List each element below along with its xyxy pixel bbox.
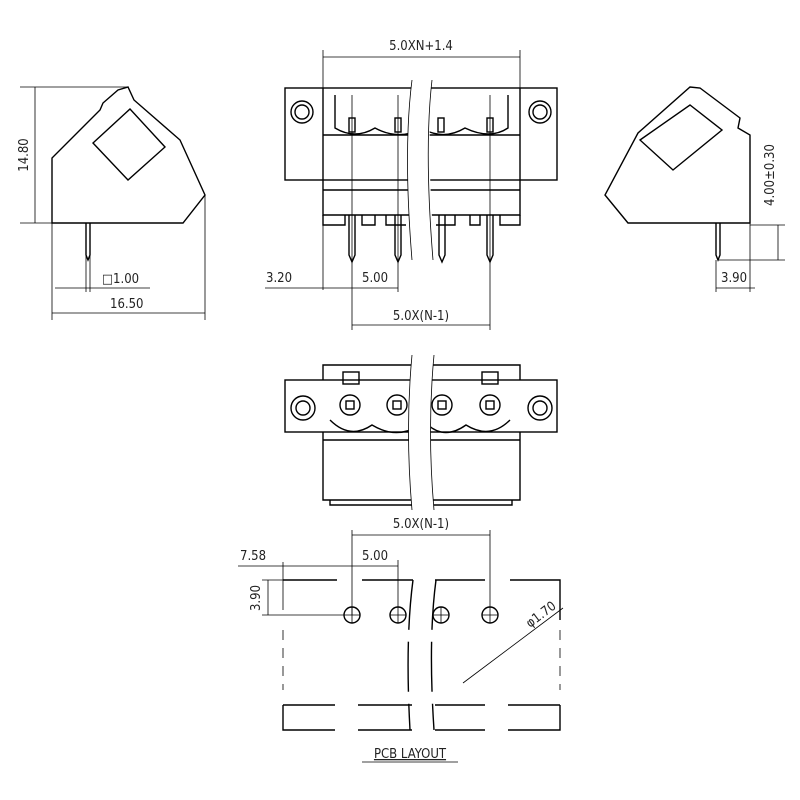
dim-pin-square: □1.00 (102, 272, 139, 287)
dim-pitch-pcb: 5.00 (362, 549, 388, 564)
front-view (265, 50, 558, 330)
dim-pin-length: 4.00±0.30 (763, 144, 778, 206)
dim-edge-offset: 3.20 (266, 271, 292, 286)
dim-depth: 16.50 (110, 297, 143, 312)
dim-edge-pcb: 7.58 (240, 549, 266, 564)
dim-span-front: 5.0X(N-1) (393, 309, 449, 324)
right-side-view (604, 86, 785, 292)
dim-height: 14.80 (17, 138, 32, 171)
dim-span-pcb: 5.0X(N-1) (393, 517, 449, 532)
pcb-layout-title: PCB LAYOUT (374, 747, 447, 762)
dim-pin-offset-side: 3.90 (721, 271, 747, 286)
dim-total-width: 5.0XN+1.4 (389, 39, 453, 54)
dim-row-offset-pcb: 3.90 (249, 585, 264, 611)
top-view (284, 354, 558, 511)
dim-pitch-front: 5.00 (362, 271, 388, 286)
pcb-layout (238, 530, 564, 731)
left-side-view (20, 86, 206, 320)
